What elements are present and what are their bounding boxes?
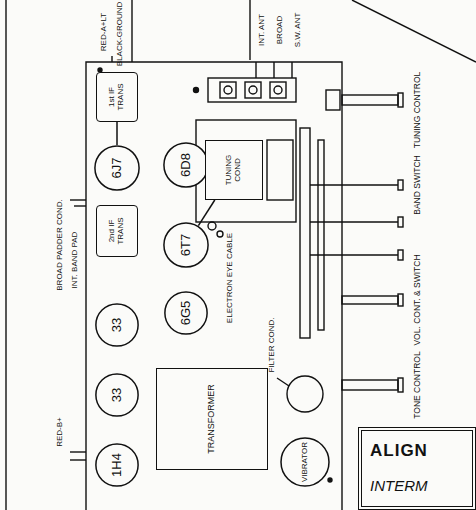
lead-connector (116, 122, 118, 145)
lead-wire (70, 459, 86, 460)
part-label: 6D8 (179, 153, 193, 177)
mounting-hole (194, 88, 199, 93)
tube-socket: 33 (95, 373, 139, 417)
switch-shaft (310, 184, 398, 185)
circle-outline-path (96, 304, 138, 346)
circle-outline-path (164, 143, 208, 187)
frame-line (249, 0, 250, 60)
tuning-condenser-box: TUNING COND (205, 140, 263, 200)
lead-wire (291, 62, 292, 78)
terminal (245, 82, 261, 98)
circle-outline-path (165, 292, 207, 334)
tube-socket: 6G5 (164, 291, 208, 335)
vibrator-can: VIBRATOR (280, 437, 330, 487)
terminal (270, 82, 286, 98)
dial-bracket (326, 90, 340, 110)
part-label: 33 (110, 318, 124, 332)
part-label: 1H4 (110, 453, 124, 477)
if-transformer-box: 1st IF TRANS (96, 72, 138, 122)
shaft-end (398, 294, 403, 306)
switch-plate (300, 128, 310, 338)
terminal-screw (274, 86, 282, 94)
page-border (352, 0, 476, 62)
shaft-end (398, 180, 403, 190)
volume-shaft (342, 296, 398, 304)
filter-condenser (287, 376, 323, 412)
tube-socket: 6D8 (163, 142, 209, 188)
part-callout: TUNING CONTROL (413, 72, 422, 149)
part-label: 33 (110, 388, 124, 402)
if-transformer-box: 2nd IF TRANS (96, 205, 138, 257)
lead-wire (131, 0, 132, 62)
part-callout: BROAD PADDER COND. (56, 199, 65, 290)
part-callout: ELECTRON EYE CABLE (226, 233, 235, 323)
switch-plate (318, 140, 324, 330)
shaft-end (398, 250, 403, 260)
part-callout: TONE CONTROL (413, 351, 422, 418)
alignment-table-box: ALIGN INTERM (358, 427, 476, 510)
part-label: TRANSFORMER (207, 384, 217, 454)
part-callout: FILTER COND. (268, 318, 277, 373)
terminal-screw (249, 86, 257, 94)
circle-outline-path (164, 223, 208, 267)
cable-grommet (208, 222, 216, 230)
lead-wire (74, 205, 86, 206)
tube-socket: 6J7 (94, 145, 140, 191)
circle-outline-path (96, 374, 138, 416)
cable-grommet (217, 231, 223, 237)
condenser-gang (267, 140, 293, 200)
tube-socket: 1H4 (95, 443, 139, 487)
lead-wire (273, 62, 274, 78)
terminal (220, 82, 236, 98)
table-heading: ALIGN (370, 441, 464, 461)
tube-socket: 6T7 (163, 222, 209, 268)
part-label: 1st IF TRANS (108, 76, 126, 118)
part-label: 6T7 (179, 234, 193, 256)
tube-socket: 33 (95, 303, 139, 347)
switch-shaft (310, 221, 398, 222)
terminal-screw (224, 86, 232, 94)
tone-shaft (342, 380, 398, 390)
lead-wire (255, 62, 256, 78)
mounting-hole (328, 478, 332, 482)
page-border (5, 0, 6, 510)
shaft-end (398, 217, 403, 227)
lead-wire (70, 451, 86, 452)
switch-shaft (310, 254, 398, 255)
chassis-outline (86, 62, 342, 510)
part-label: 2nd IF TRANS (108, 209, 126, 253)
terminal-strip (208, 78, 296, 102)
part-callout: S.W. ANT (294, 13, 303, 48)
part-label: TUNING COND (225, 144, 243, 196)
shaft-end (398, 93, 403, 107)
table-subheading: INTERM (370, 477, 464, 495)
lead-connector (198, 200, 214, 226)
part-callout: INT. BAND PAD (71, 232, 80, 289)
part-callout: BLACK-GROUND (116, 2, 125, 66)
part-label: 6J7 (110, 158, 124, 179)
part-callout: BAND SWITCH (413, 155, 422, 215)
shaft-end (398, 378, 403, 392)
leader-line (277, 378, 289, 386)
lead-wire (70, 199, 86, 200)
part-callout: VOL. CONT. & SWITCH (413, 254, 422, 345)
lead-wire (111, 56, 112, 62)
tuning-shaft (342, 95, 398, 105)
part-label: 6G5 (179, 301, 193, 326)
power-transformer-box: TRANSFORMER (156, 368, 268, 470)
circle-outline-path (281, 438, 329, 486)
part-callout: INT. ANT (258, 14, 267, 46)
part-callout: RED-B+ (56, 417, 65, 447)
circle-outline-path (95, 146, 139, 190)
part-label: VIBRATOR (301, 442, 310, 482)
part-callout: RED-A+LT (100, 13, 109, 51)
part-callout: BROAD (276, 16, 285, 44)
circle-outline-path (96, 444, 138, 486)
